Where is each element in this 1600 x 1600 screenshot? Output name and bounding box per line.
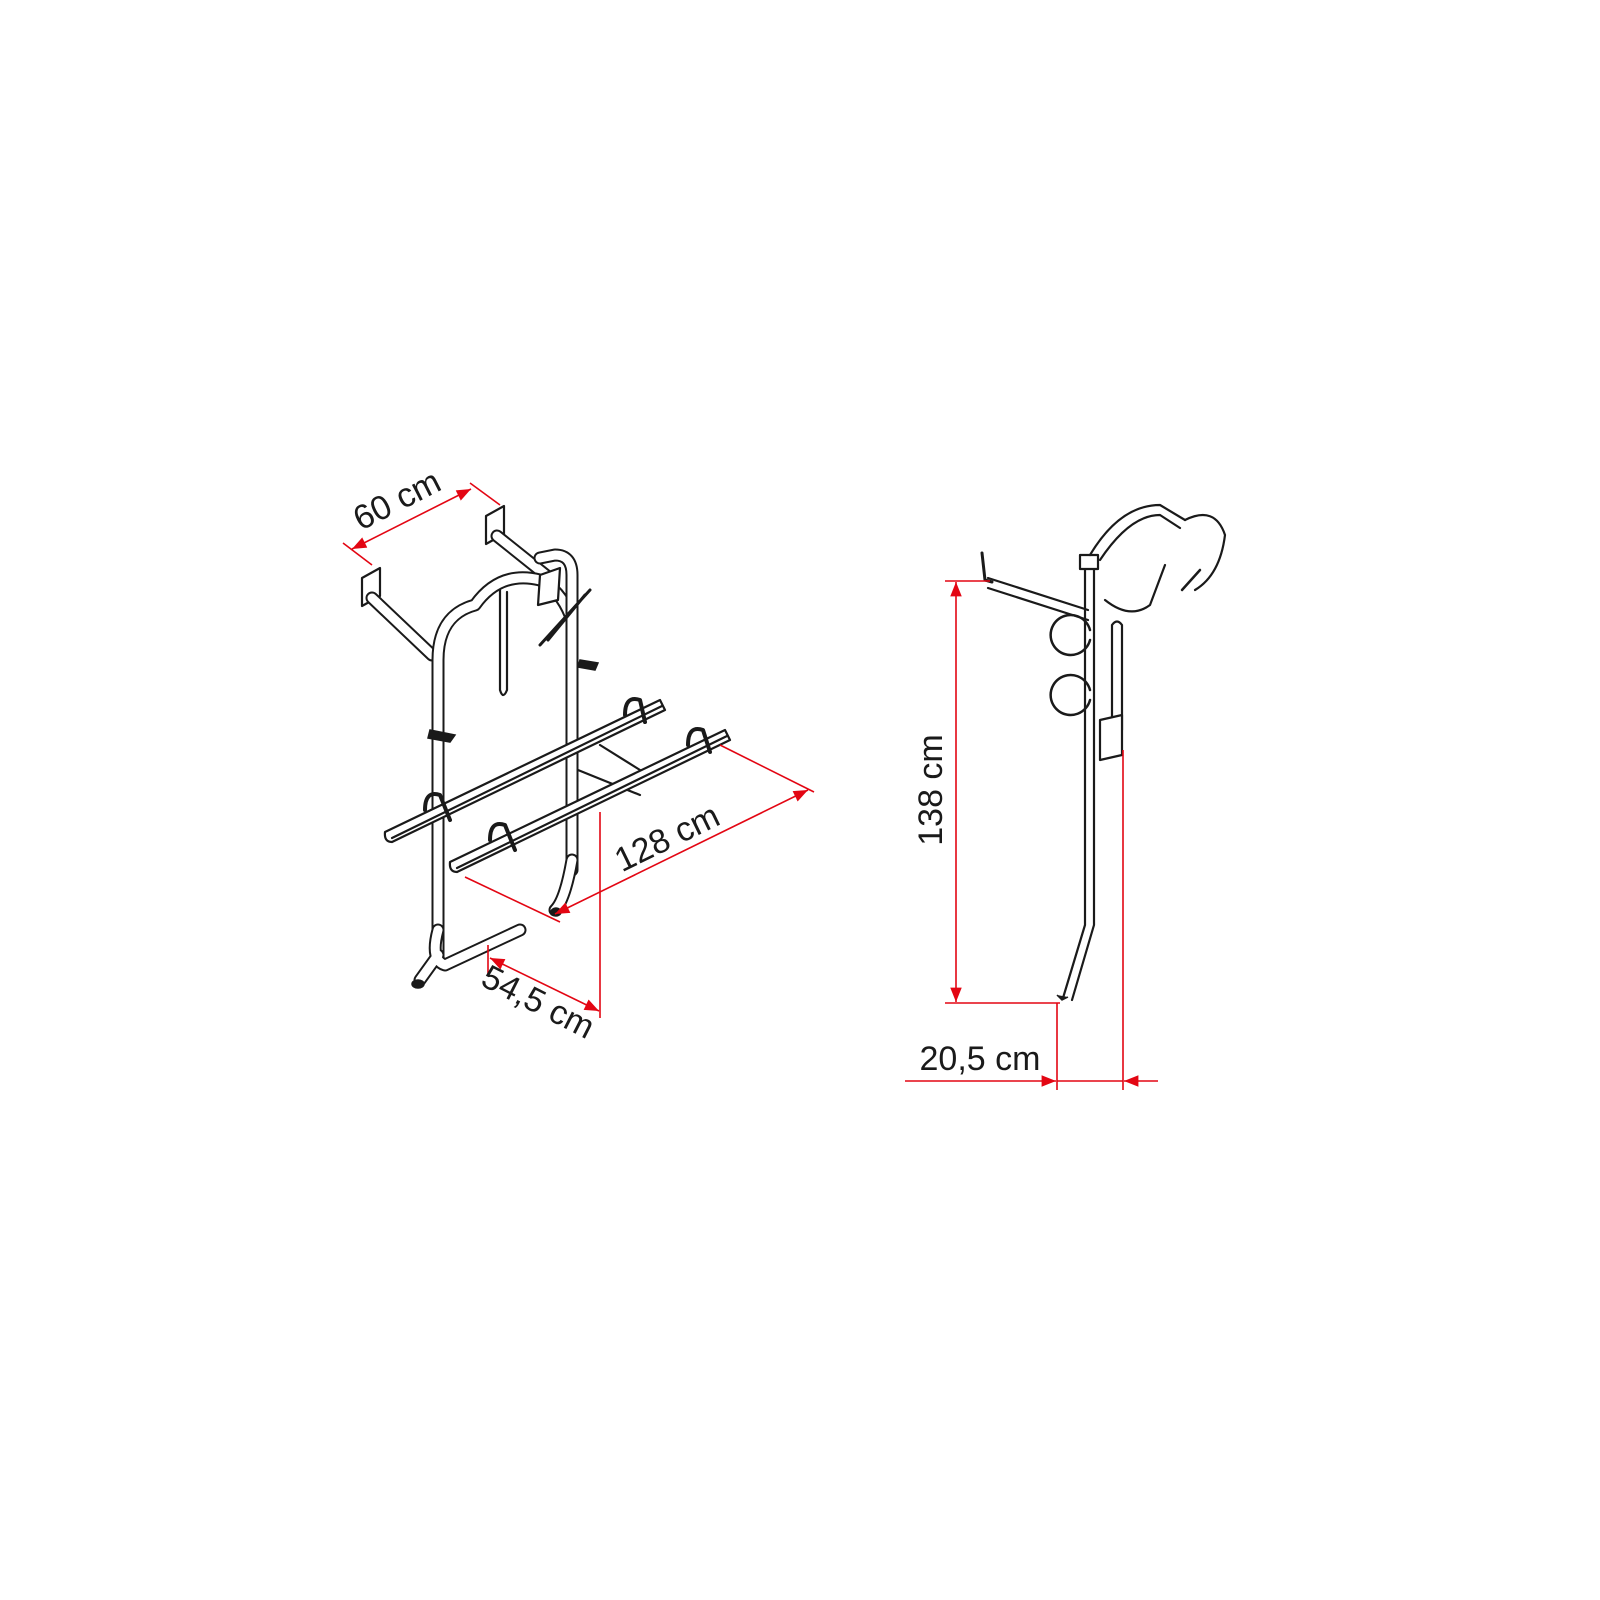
dimension-offset: 20,5 cm <box>905 750 1158 1090</box>
dimension-height: 138 cm <box>912 580 1060 1004</box>
side-view-drawing <box>980 503 1227 1002</box>
wall-mount-left <box>360 566 439 662</box>
wheel-rail-2 <box>448 727 732 874</box>
dimension-label-128cm: 128 cm <box>609 797 726 880</box>
dimension-label-54-5cm: 54,5 cm <box>475 958 600 1047</box>
dimension-width-top: 60 cm <box>342 462 501 566</box>
clamp-arms <box>427 566 600 743</box>
front-view-drawing <box>360 504 732 989</box>
wall-mount-right <box>484 504 559 587</box>
dimension-label-138cm: 138 cm <box>912 734 950 846</box>
dimension-label-20-5cm: 20,5 cm <box>920 1040 1041 1078</box>
wheel-rail-1 <box>383 697 667 844</box>
